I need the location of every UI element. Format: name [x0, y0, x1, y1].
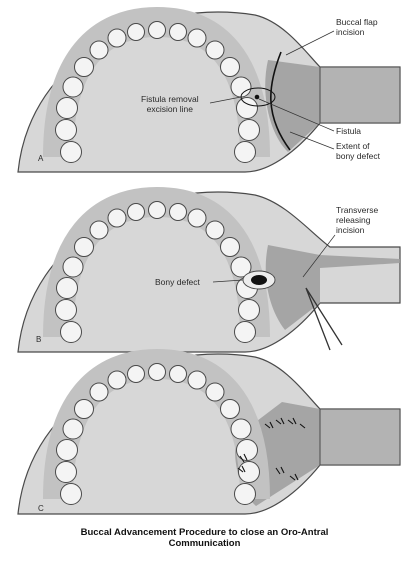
panel-a-letter: A — [38, 154, 43, 163]
panel-c-letter: C — [38, 504, 44, 513]
label-bony-defect: Bony defect — [155, 277, 200, 287]
panel-c — [18, 354, 400, 514]
label-fistula: Fistula — [336, 126, 361, 136]
panel-b-letter: B — [36, 335, 41, 344]
label-extent-of-bony-defect: Extent of bony defect — [336, 141, 380, 161]
figure-caption: Buccal Advancement Procedure to close an… — [0, 527, 409, 549]
panel-c-retractor — [320, 409, 400, 465]
panel-a-fistula-dot — [255, 95, 260, 100]
panel-a-retractor — [320, 67, 400, 123]
label-transverse-releasing-incision: Transverse releasing incision — [336, 205, 378, 235]
label-buccal-flap-incision: Buccal flap incision — [336, 17, 378, 37]
panel-b-bony-defect — [251, 275, 267, 285]
label-fistula-removal-excision-line: Fistula removal excision line — [141, 94, 199, 114]
